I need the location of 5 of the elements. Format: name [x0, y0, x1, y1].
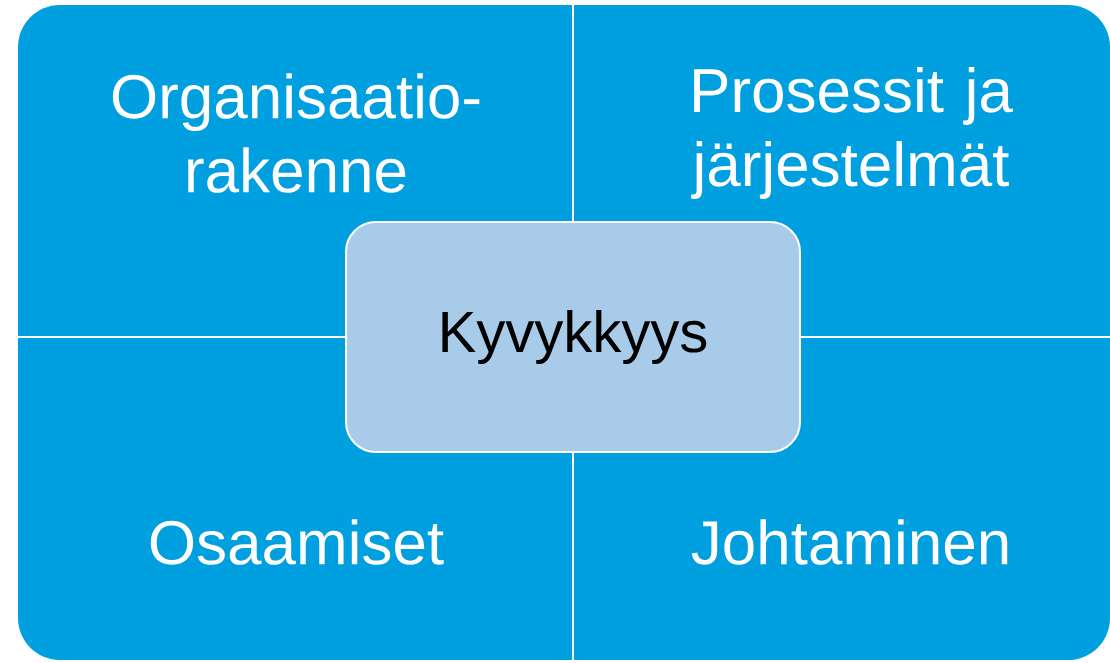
- node-label: Osaamiset: [150, 519, 444, 565]
- node-label: Organisaatio-rakenne: [112, 73, 480, 193]
- node-label: Prosessit ja järjestelmät: [690, 67, 1013, 199]
- node-label: Johtaminen: [691, 519, 1008, 565]
- center-box: Kyvykkyys: [345, 221, 801, 453]
